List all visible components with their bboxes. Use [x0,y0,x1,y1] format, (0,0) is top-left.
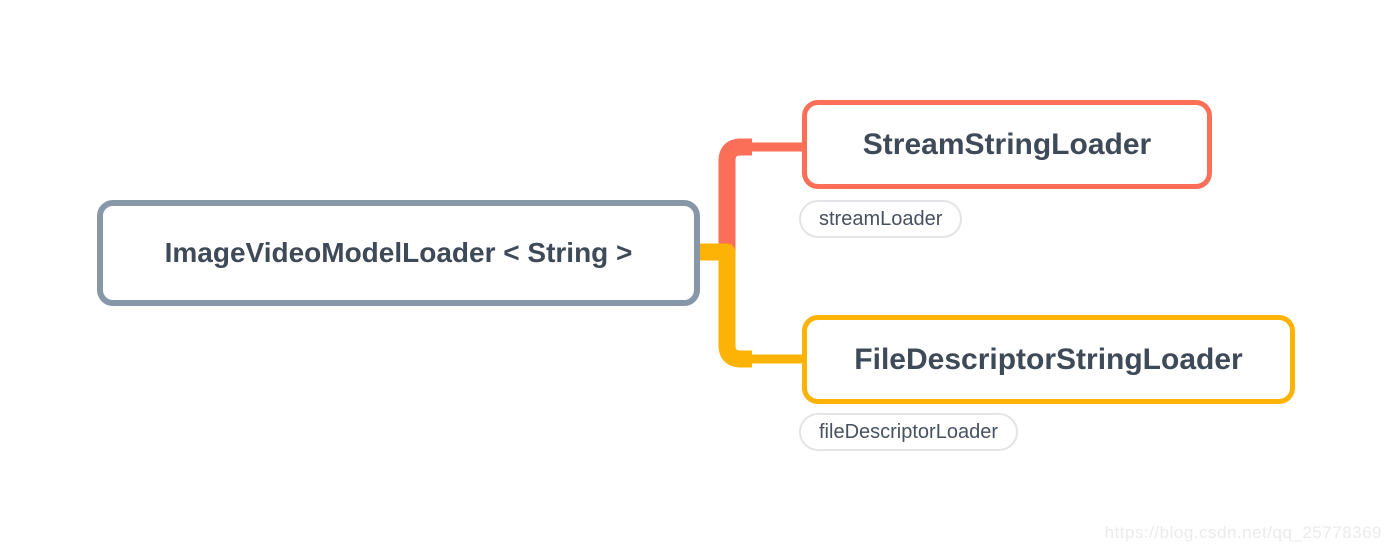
root-topic-imagevideomodelloader[interactable]: ImageVideoModelLoader < String > [97,200,700,306]
branch-connector-stream-thick [700,138,752,261]
label-pill-streamloader-text: streamLoader [819,207,943,230]
topic-streamstringloader[interactable]: StreamStringLoader [802,100,1212,189]
topic-streamstringloader-label: StreamStringLoader [862,127,1152,161]
branch-connector-filedesc-thick [700,243,752,368]
topic-filedescriptorstringloader[interactable]: FileDescriptorStringLoader [802,315,1295,404]
topic-filedescriptorstringloader-label: FileDescriptorStringLoader [854,342,1243,376]
label-pill-filedescriptorloader: fileDescriptorLoader [799,413,1018,451]
root-topic-label: ImageVideoModelLoader < String > [164,237,633,268]
label-pill-filedescriptorloader-text: fileDescriptorLoader [819,420,998,443]
label-pill-streamloader: streamLoader [799,200,963,238]
csdn-watermark: https://blog.csdn.net/qq_25778369 [1104,523,1382,542]
